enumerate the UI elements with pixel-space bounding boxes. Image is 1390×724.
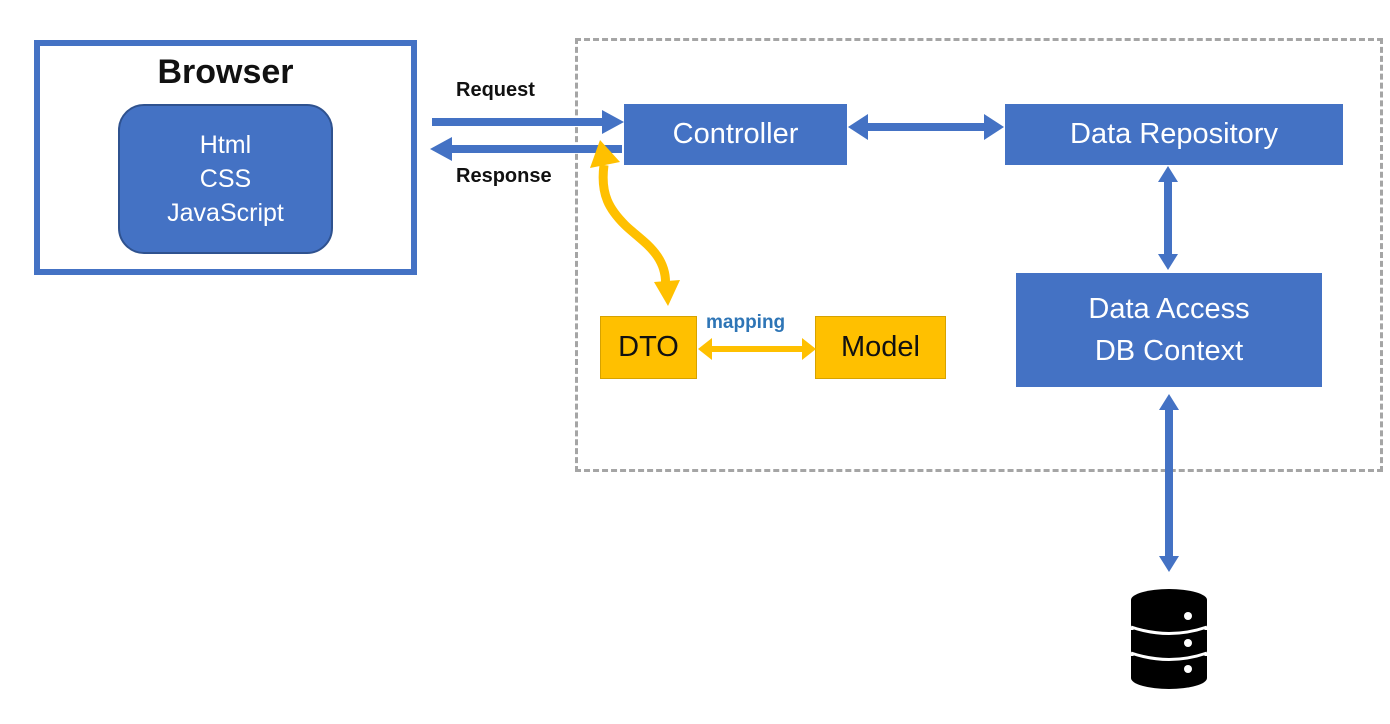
db-context-label: DB Context: [1094, 335, 1244, 367]
data-repository-box: Data Repository: [1005, 104, 1343, 165]
tech-html: Html: [199, 131, 252, 159]
tech-javascript: JavaScript: [167, 199, 284, 227]
browser-tech-box: Html CSS JavaScript: [118, 104, 333, 254]
repository-dataaccess-arrow: [1158, 166, 1178, 270]
request-label: Request: [456, 79, 535, 101]
server-boundary: [575, 38, 1383, 472]
dto-label: DTO: [618, 331, 679, 363]
data-access-box: Data Access DB Context: [1016, 273, 1322, 387]
dto-box: DTO: [600, 316, 697, 379]
browser-title: Browser: [157, 53, 294, 91]
model-box: Model: [815, 316, 946, 379]
controller-repository-arrow: [848, 114, 1004, 140]
controller-box: Controller: [624, 104, 847, 165]
model-label: Model: [841, 331, 920, 363]
controller-label: Controller: [672, 118, 799, 150]
tech-css: CSS: [199, 165, 252, 193]
mapping-label: mapping: [706, 312, 786, 333]
request-arrow: [432, 110, 624, 134]
dto-controller-arrow: [590, 140, 680, 306]
response-label: Response: [456, 165, 552, 187]
dataaccess-database-arrow: [1159, 394, 1179, 572]
data-repository-label: Data Repository: [1070, 118, 1278, 150]
response-arrow: [430, 137, 622, 161]
database-icon: [1130, 589, 1208, 689]
mapping-arrow: [698, 338, 816, 360]
data-access-label: Data Access: [1088, 293, 1250, 325]
